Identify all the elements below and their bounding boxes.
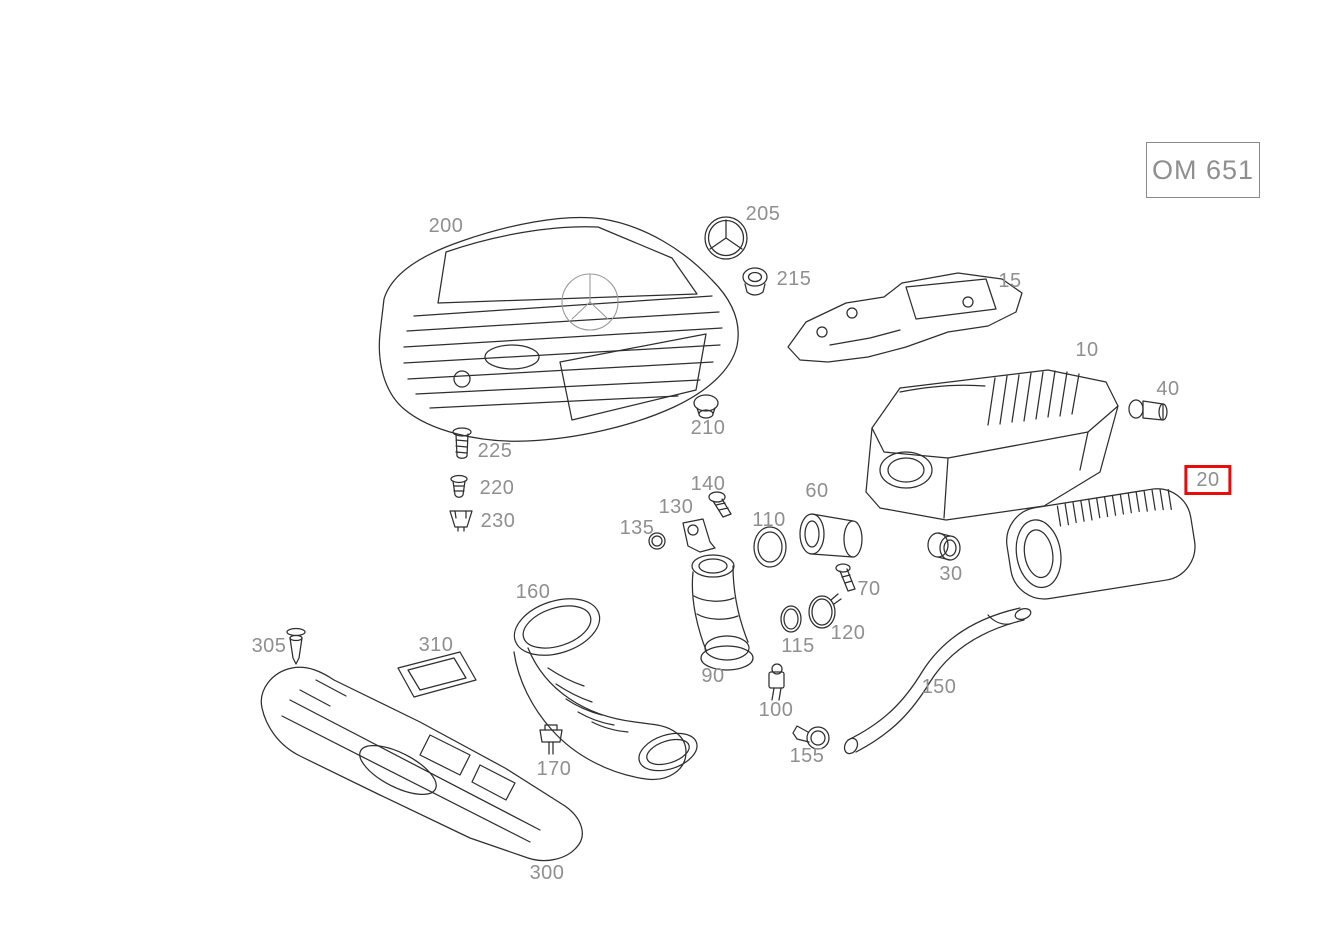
part-label-20[interactable]: 20 xyxy=(1184,465,1232,495)
part-label-120[interactable]: 120 xyxy=(830,622,866,644)
drawing-part-130-sensor xyxy=(682,518,716,553)
part-label-230[interactable]: 230 xyxy=(480,510,516,532)
drawing-part-150-hose xyxy=(843,607,1032,755)
part-label-210[interactable]: 210 xyxy=(690,417,726,439)
part-label-300[interactable]: 300 xyxy=(529,862,565,884)
drawing-part-40-cap xyxy=(1128,399,1168,421)
part-label-140[interactable]: 140 xyxy=(690,473,726,495)
part-label-100[interactable]: 100 xyxy=(758,699,794,721)
drawing-part-10-filter-housing xyxy=(865,369,1119,521)
part-label-155[interactable]: 155 xyxy=(789,745,825,767)
drawing-part-170-clip xyxy=(539,724,563,755)
part-label-220[interactable]: 220 xyxy=(479,477,515,499)
drawing-part-70-bolt xyxy=(835,563,856,592)
drawing-part-210-grommet xyxy=(693,394,719,419)
drawing-part-310-frame xyxy=(397,651,477,698)
part-label-10[interactable]: 10 xyxy=(1075,339,1099,361)
part-label-200[interactable]: 200 xyxy=(428,215,464,237)
drawing-part-60-connector xyxy=(799,513,863,558)
part-label-225[interactable]: 225 xyxy=(477,440,513,462)
part-label-115[interactable]: 115 xyxy=(781,635,815,657)
drawing-part-200-engine-cover xyxy=(378,216,739,442)
drawing-part-300-lower-panel xyxy=(260,666,583,862)
drawing-part-30-sleeve xyxy=(927,532,961,561)
part-label-215[interactable]: 215 xyxy=(776,268,812,290)
part-label-135[interactable]: 135 xyxy=(619,517,655,539)
drawing-part-220-clip xyxy=(450,474,468,498)
part-label-30[interactable]: 30 xyxy=(939,563,963,585)
part-label-90[interactable]: 90 xyxy=(701,665,725,687)
drawing-part-225-screw xyxy=(452,427,472,459)
part-label-130[interactable]: 130 xyxy=(658,496,694,518)
part-label-160[interactable]: 160 xyxy=(515,581,551,603)
drawing-part-110-seal-ring xyxy=(753,526,787,568)
part-label-205[interactable]: 205 xyxy=(745,203,781,225)
part-label-170[interactable]: 170 xyxy=(536,758,572,780)
drawing-part-135-ring xyxy=(648,532,666,550)
engine-model-badge: OM 651 xyxy=(1146,142,1260,198)
drawing-part-90-duct-elbow xyxy=(691,554,754,671)
drawing-part-155-clamp xyxy=(792,725,830,750)
part-label-110[interactable]: 110 xyxy=(752,509,786,531)
engine-model-label: OM 651 xyxy=(1151,154,1255,185)
drawing-part-215-bushing xyxy=(742,267,768,296)
drawing-part-160-intake-duct xyxy=(513,598,698,781)
drawing-part-305-push-pin xyxy=(286,627,306,665)
part-label-60[interactable]: 60 xyxy=(805,480,829,502)
part-label-15[interactable]: 15 xyxy=(998,270,1022,292)
part-label-70[interactable]: 70 xyxy=(857,578,881,600)
part-label-150[interactable]: 150 xyxy=(921,676,957,698)
drawing-part-120-clamp-ring xyxy=(808,593,842,629)
drawing-part-230-clip xyxy=(449,510,473,532)
drawing-part-205-emblem xyxy=(704,216,748,260)
drawing-part-140-bolt xyxy=(708,491,732,518)
part-label-40[interactable]: 40 xyxy=(1156,378,1180,400)
drawing-part-115-ring xyxy=(780,605,802,633)
drawing-part-100-sensor xyxy=(768,663,785,701)
drawing-part-20-filter-element xyxy=(1006,488,1196,600)
part-label-310[interactable]: 310 xyxy=(418,634,454,656)
part-label-305[interactable]: 305 xyxy=(251,635,287,657)
drawing-part-15-bracket xyxy=(787,272,1023,363)
